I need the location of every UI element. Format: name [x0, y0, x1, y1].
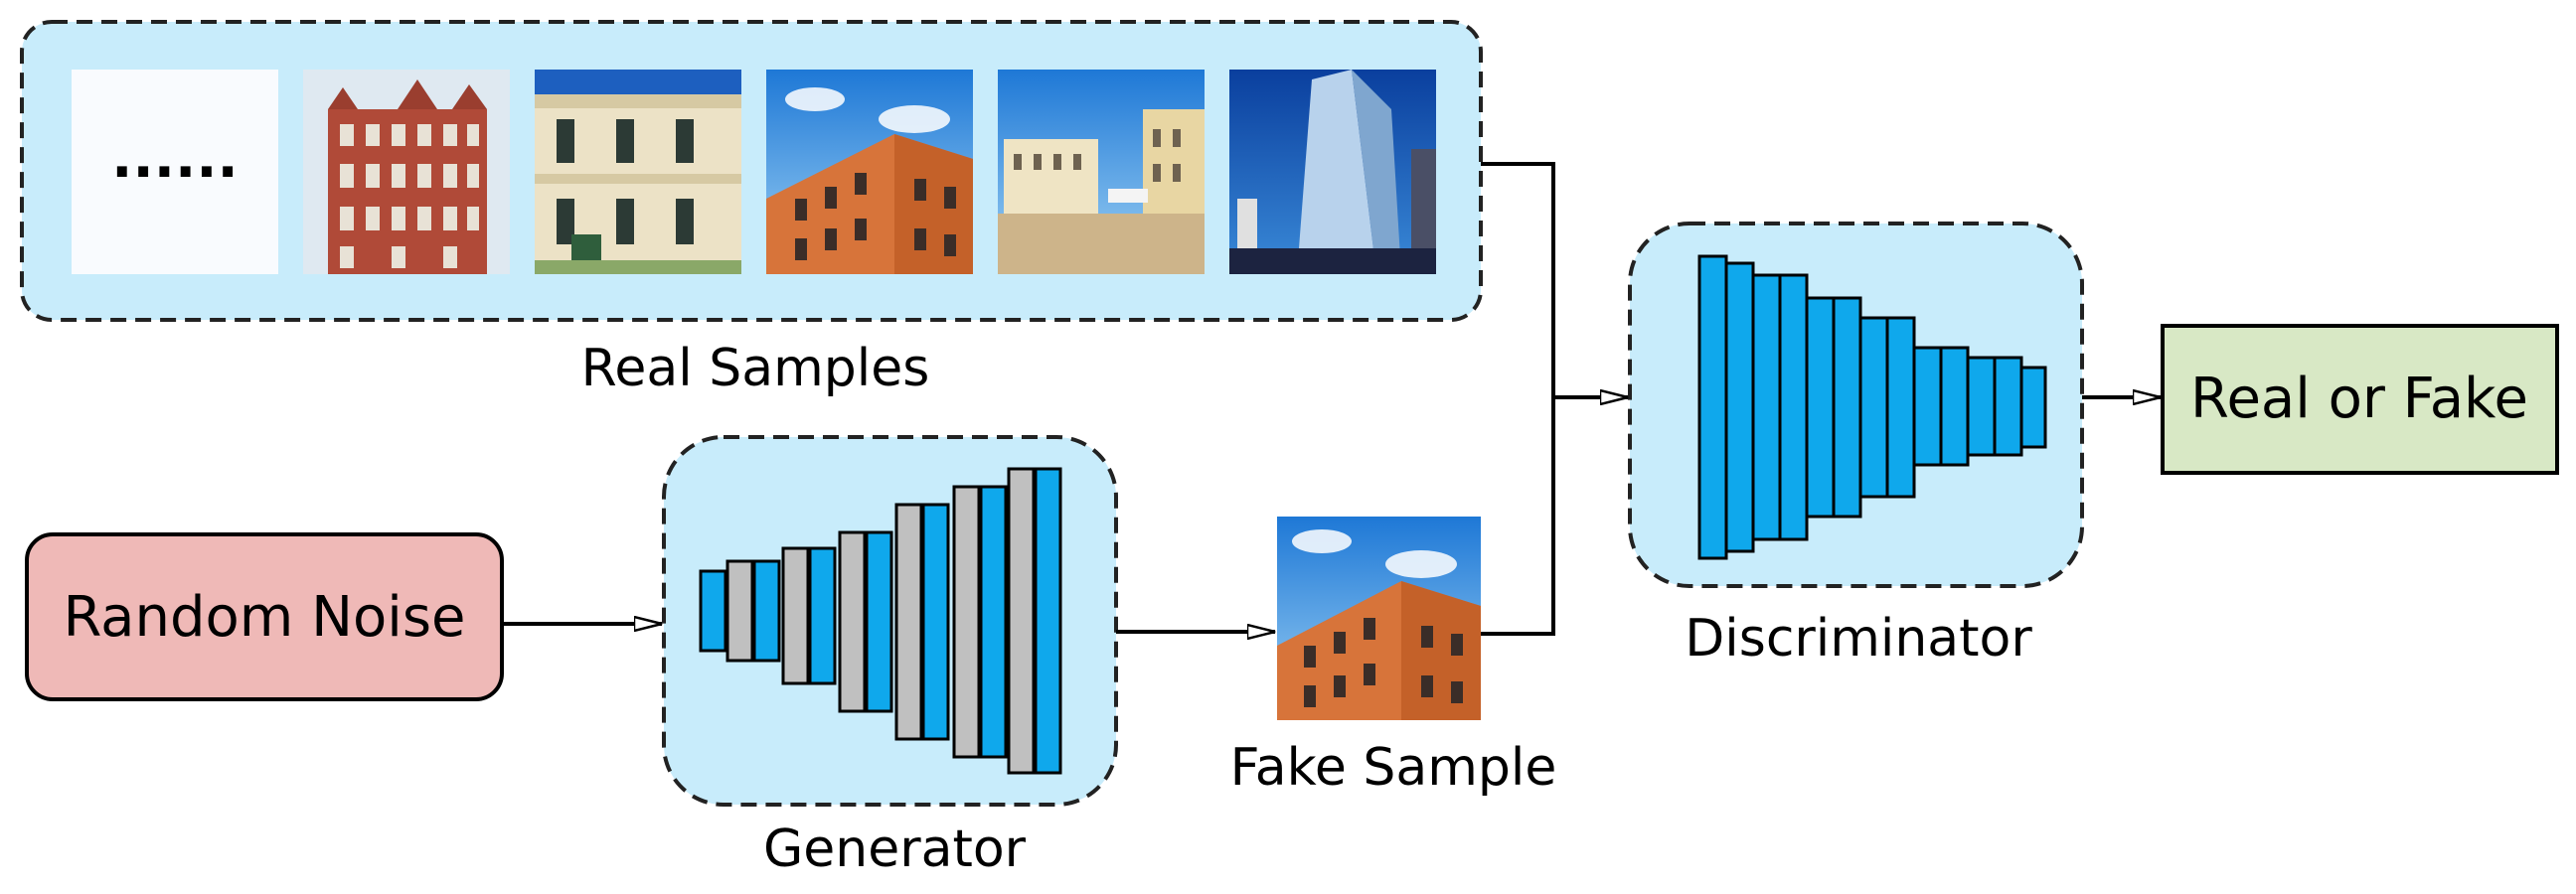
colonial-plaza-photo — [998, 70, 1205, 274]
generator-container — [662, 435, 1118, 807]
generator-label: Generator — [763, 820, 1027, 879]
generator-layers — [699, 467, 1062, 775]
discriminator-layers — [1697, 254, 2047, 560]
real-or-fake-box: Real or Fake — [2161, 324, 2559, 475]
real-samples-connector — [1481, 162, 1555, 397]
real-or-fake-label: Real or Fake — [2190, 367, 2528, 431]
orange-building-blue-sky-photo — [766, 70, 973, 274]
cream-colonial-building-photo — [535, 70, 741, 274]
ellipsis-sample-tile: ...... — [72, 70, 278, 274]
discriminator-container — [1628, 222, 2084, 588]
red-brick-building-photo — [303, 70, 510, 274]
ellipsis-placeholder: ...... — [111, 126, 239, 191]
fake-sample-photo — [1277, 517, 1481, 720]
discriminator-label: Discriminator — [1685, 609, 2032, 669]
fake-sample-connector — [1481, 397, 1555, 636]
random-noise-label: Random Noise — [64, 585, 466, 650]
glass-skyscraper-photo — [1229, 70, 1436, 274]
real-samples-container: ...... — [20, 20, 1483, 322]
random-noise-box: Random Noise — [25, 532, 504, 701]
real-samples-label: Real Samples — [581, 339, 930, 398]
fake-sample-label: Fake Sample — [1230, 738, 1557, 798]
